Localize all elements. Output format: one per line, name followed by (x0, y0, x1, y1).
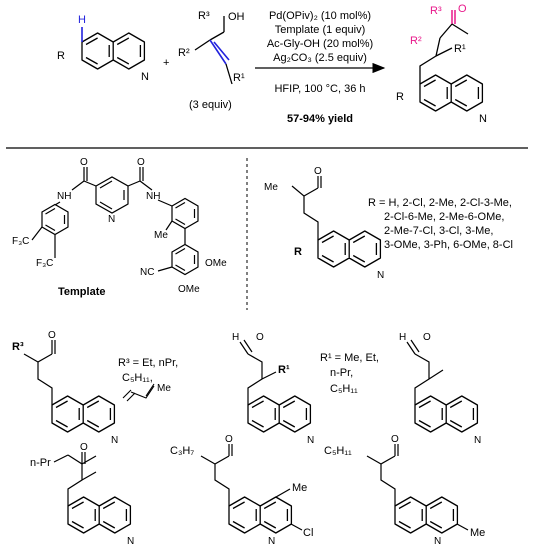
allylic-alcohol: R³ OH R² R¹ (3 equiv) (178, 10, 245, 111)
ex5-c3h7-label: C₃H₇ (170, 445, 194, 457)
ch-hydrogen-label: H (78, 14, 86, 26)
scope-o-label: O (314, 166, 322, 177)
template-pyridine-n: N (108, 214, 115, 225)
product-r1-label: R¹ (454, 43, 466, 55)
ex1-r3-label: R³ (12, 341, 24, 353)
scope-me-label: Me (264, 182, 278, 193)
ex3-n-label: N (474, 435, 481, 446)
ex5-cl-label: Cl (303, 527, 313, 539)
template-caption: Template (58, 286, 105, 298)
r-list-line-1: R = H, 2-Cl, 2-Me, 2-Cl-3-Me, (368, 197, 512, 209)
example-c3h7-ketone: C₃H₇ O Me Cl N (170, 434, 313, 547)
product-n-label: N (479, 113, 487, 125)
template-ome-1: OMe (205, 258, 227, 269)
example-r3-ketone: R³ O N R³ = Et, nPr, C₅H₁₁, Me (12, 330, 178, 446)
alcohol-r3-label: R³ (198, 10, 210, 22)
product-ketone-bond (451, 10, 456, 24)
r-list-line-3: 2-Me-7-Cl, 3-Cl, 3-Me, (384, 225, 493, 237)
substrate-quinoline: H R N (57, 14, 149, 83)
ex1-r3-list-2: C₅H₁₁, (122, 372, 153, 384)
product-r3-label: R³ (430, 5, 442, 17)
ex6-n-label: N (434, 536, 441, 547)
ex2-o-label: O (256, 332, 264, 343)
ex6-o-label: O (391, 434, 399, 445)
template-f3c-top: F₃C (12, 236, 29, 247)
ex4-npr-label: n-Pr (30, 457, 51, 469)
yield-range: 57-94% yield (287, 113, 353, 125)
ex6-c5h11-label: C₅H₁₁ (324, 445, 352, 457)
ex4-n-label: N (127, 536, 134, 547)
example-c5h11-ketone: C₅H₁₁ O Me N (324, 434, 485, 547)
ex1-vinyl-fragment (122, 383, 155, 402)
condition-template: Template (1 equiv) (275, 24, 366, 36)
ex5-n-label: N (268, 536, 275, 547)
ex2-r1-label: R¹ (278, 364, 290, 376)
template-f3c-bottom: F₃C (36, 258, 53, 269)
ex2-r1-list-1: R¹ = Me, Et, (320, 352, 379, 364)
plus-sign: + (163, 57, 169, 69)
ex1-n-label: N (111, 435, 118, 446)
substrate-n-label: N (141, 71, 149, 83)
alcohol-oh-label: OH (228, 11, 245, 23)
ex2-r1-list-3: C₅H₁₁ (330, 383, 358, 395)
template-nh-left: NH (57, 191, 71, 202)
scope-n-label: N (377, 270, 384, 281)
substrate-r-label: R (57, 50, 65, 62)
condition-ligand: Ac-Gly-OH (20 mol%) (267, 38, 373, 50)
scope-r-label: R (294, 246, 302, 258)
alkene-bond (209, 39, 230, 65)
ex2-n-label: N (307, 435, 314, 446)
template-me: Me (154, 230, 168, 241)
ex4-o-label: O (80, 442, 88, 453)
product-structure: O R³ R² R¹ R N (396, 3, 487, 125)
r-list-line-4: 3-OMe, 3-Ph, 6-OMe, 8-Cl (384, 239, 513, 251)
ex3-h-label: H (399, 332, 406, 343)
r-list-line-2: 2-Cl-6-Me, 2-Me-6-OMe, (384, 211, 504, 223)
condition-oxidant: Ag₂CO₃ (2.5 equiv) (273, 52, 367, 64)
alcohol-r1-label: R¹ (233, 72, 245, 84)
reaction-arrow-block: Pd(OPiv)₂ (10 mol%) Template (1 equiv) A… (255, 10, 386, 125)
template-structure: O O N NH NH F₃C F₃C Me NC OMe OMe Templa… (12, 157, 227, 298)
ex3-o-label: O (423, 332, 431, 343)
template-nc: NC (140, 267, 154, 278)
product-r-label: R (396, 91, 404, 103)
ex1-vinyl-me: Me (157, 383, 171, 394)
ex2-r1-list-2: n-Pr, (330, 367, 353, 379)
scope-structure: Me O R N (264, 166, 384, 281)
example-r1-aldehyde: H O R¹ N R¹ = Me, Et, n-Pr, C₅H₁₁ (232, 332, 379, 446)
example-methyl-aldehyde: H O N (399, 332, 481, 446)
product-r2-label: R² (410, 35, 422, 47)
condition-solvent: HFIP, 100 °C, 36 h (274, 83, 365, 95)
ex1-o-label: O (48, 330, 56, 341)
ex5-o-label: O (225, 434, 233, 445)
alcohol-equiv: (3 equiv) (189, 99, 232, 111)
condition-catalyst: Pd(OPiv)₂ (10 mol%) (269, 10, 371, 22)
template-ome-2: OMe (178, 284, 200, 295)
pyridine-ring (95, 176, 129, 214)
ex1-r3-list-1: R³ = Et, nPr, (118, 357, 178, 369)
alcohol-r2-label: R² (178, 47, 190, 59)
ex5-me-label: Me (292, 482, 307, 494)
scope-r-list: R = H, 2-Cl, 2-Me, 2-Cl-3-Me, 2-Cl-6-Me,… (368, 197, 513, 251)
ex6-me-label: Me (470, 527, 485, 539)
example-npr-ketone: n-Pr O N (30, 442, 134, 547)
template-o-left: O (80, 157, 88, 168)
ex2-h-label: H (232, 332, 239, 343)
product-oxygen-label: O (458, 3, 467, 15)
template-nh-right: NH (146, 191, 160, 202)
template-o-right: O (137, 157, 145, 168)
